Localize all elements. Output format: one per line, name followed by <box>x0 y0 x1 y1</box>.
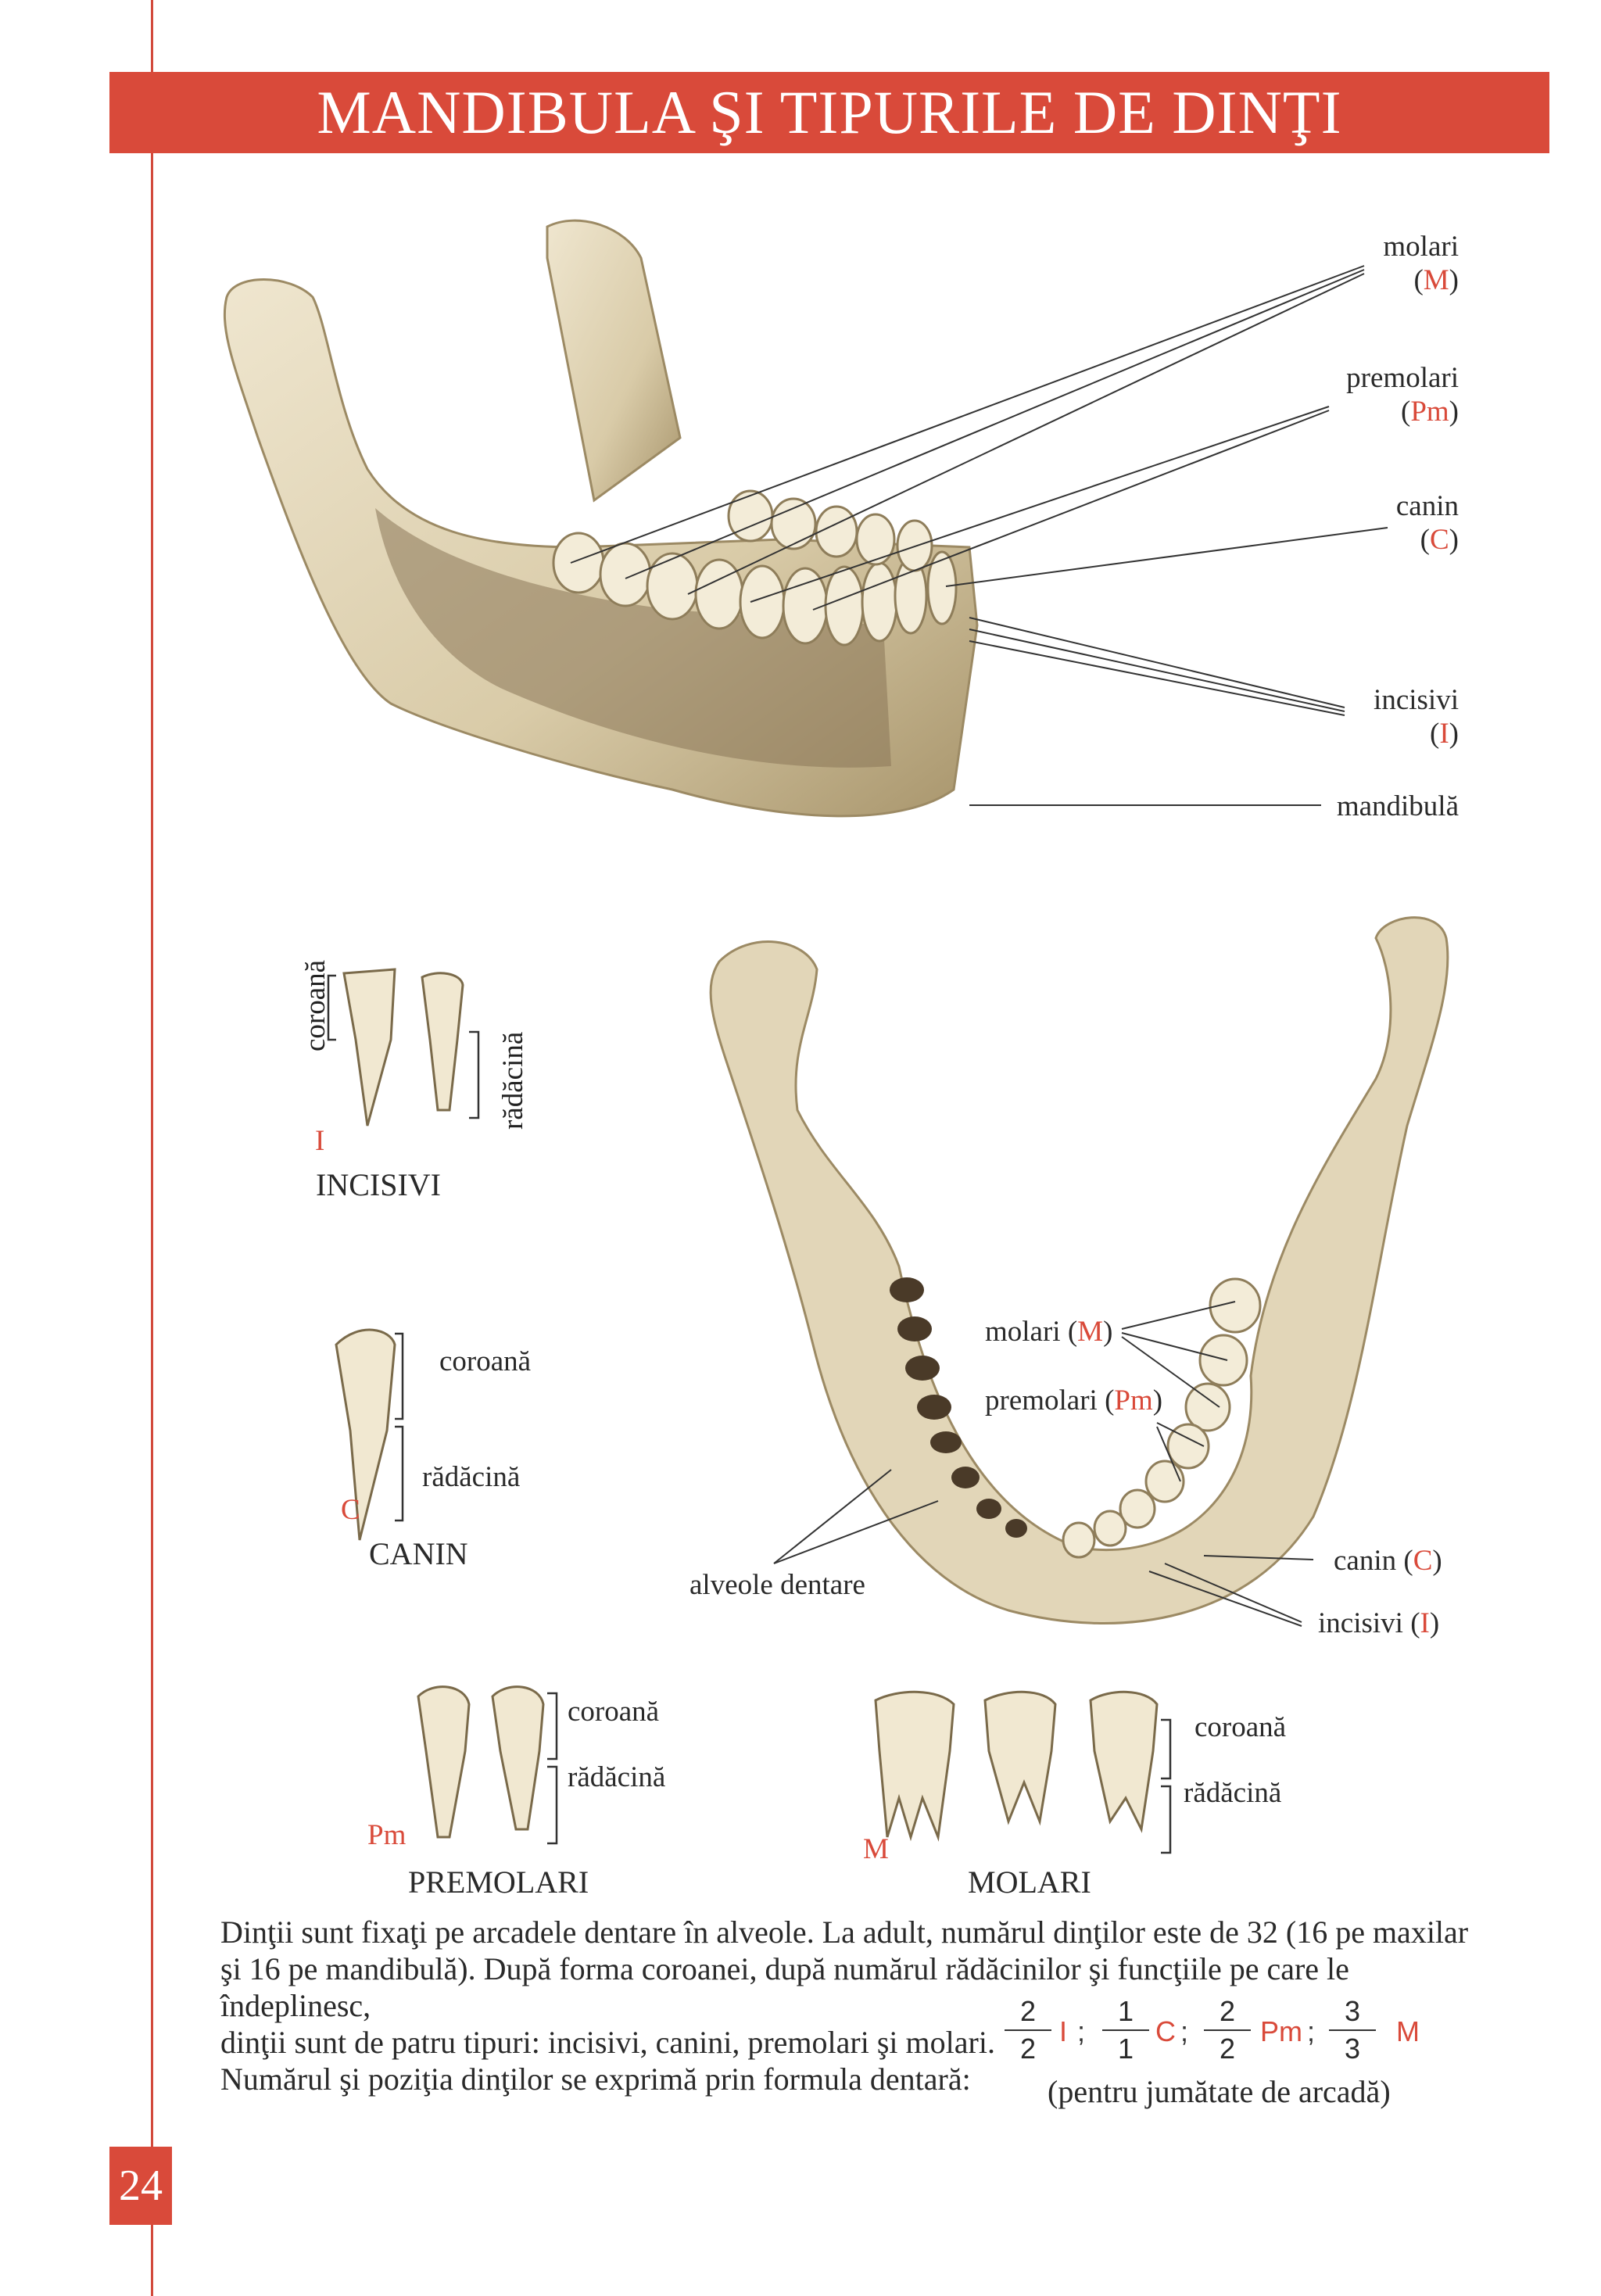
canin-caption: CANIN <box>369 1536 468 1571</box>
formula-sep-1: ; <box>1077 2015 1086 2047</box>
premolari-caption: PREMOLARI <box>408 1864 589 1900</box>
arch-label-alveole: alveole dentare <box>689 1569 865 1601</box>
mandible-lateral-illustration <box>223 219 1388 818</box>
body-paragraph: Dinţii sunt fixaţi pe arcadele dentare î… <box>220 1914 1471 2097</box>
molari-caption: MOLARI <box>968 1864 1091 1900</box>
formula-sep-3: ; <box>1307 2015 1316 2047</box>
incisivi-crown-label: coroană <box>299 959 331 1051</box>
arch-label-molari: molari (M) <box>985 1316 1113 1348</box>
page-margin-line <box>151 0 153 2296</box>
formula-sym-premolari: Pm <box>1260 2015 1302 2047</box>
molari-crown-label: coroană <box>1194 1711 1287 1743</box>
label-mandibula: mandibulă <box>1336 790 1459 822</box>
arch-label-incisivi: incisivi (I) <box>1318 1607 1440 1639</box>
arch-label-premolari: premolari (Pm) <box>985 1384 1163 1417</box>
canin-letter: C <box>341 1494 360 1526</box>
formula-sep-2: ; <box>1180 2015 1189 2047</box>
paragraph-line-2: şi 16 pe mandibulă). După forma coroanei… <box>220 1951 1349 2023</box>
canin-root-label: rădăcină <box>422 1461 521 1493</box>
canin-crown-label: coroană <box>439 1345 532 1377</box>
title-banner: MANDIBULA ŞI TIPURILE DE DINŢI <box>109 72 1549 153</box>
page-number: 24 <box>109 2147 172 2225</box>
molari-letter: M <box>863 1833 889 1865</box>
paragraph-line-3: dinţii sunt de patru tipuri: incisivi, c… <box>220 2025 995 2060</box>
paragraph-line-4: Numărul şi poziţia dinţilor se exprimă p… <box>220 2061 971 2097</box>
incisivi-letter: I <box>315 1125 325 1157</box>
page-title: MANDIBULA ŞI TIPURILE DE DINŢI <box>317 78 1342 146</box>
premolari-crown-label: coroană <box>568 1696 660 1728</box>
formula-sym-incisivi: I <box>1059 2015 1068 2047</box>
molari-root-label: rădăcină <box>1184 1777 1282 1809</box>
incisivi-caption: INCISIVI <box>316 1167 441 1202</box>
paragraph-line-1: Dinţii sunt fixaţi pe arcadele dentare î… <box>220 1915 1469 1950</box>
premolari-root-label: rădăcină <box>568 1761 666 1793</box>
formula-sym-canin: C <box>1155 2015 1176 2047</box>
incisivi-root-label: rădăcină <box>497 1031 529 1130</box>
label-premolari: premolari (Pm) <box>1346 362 1459 428</box>
formula-note: (pentru jumătate de arcadă) <box>1048 2074 1391 2109</box>
formula-sym-molari: M <box>1396 2015 1420 2047</box>
label-incisivi: incisivi (I) <box>1374 684 1459 750</box>
label-molari: molari (M) <box>1383 231 1459 296</box>
arch-label-canin: canin (C) <box>1334 1545 1442 1577</box>
premolari-letter-text: Pm <box>367 1819 407 1851</box>
label-canin: canin (C) <box>1395 490 1459 556</box>
